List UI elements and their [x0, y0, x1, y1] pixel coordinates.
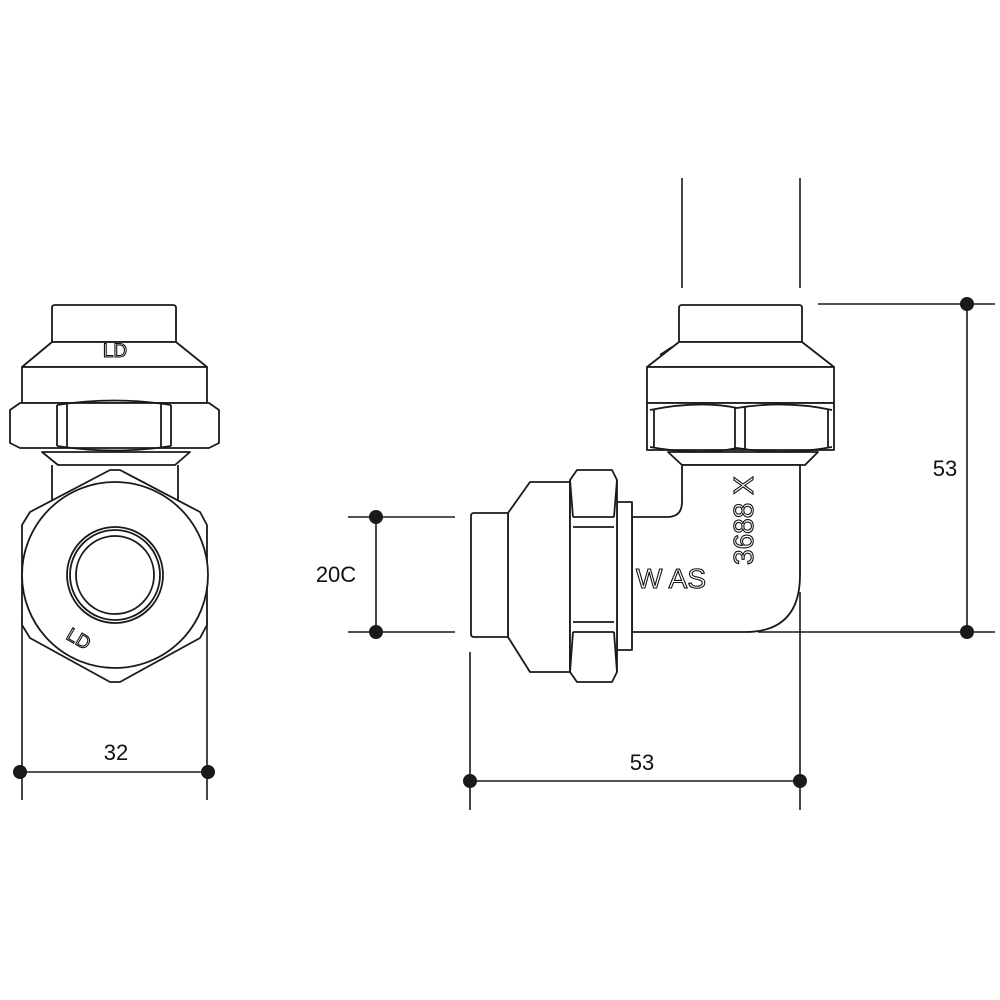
pipe-size-dimension-label: 20C: [316, 562, 356, 587]
elbow-body: [631, 464, 801, 633]
side-pipe-cap: [678, 304, 803, 343]
dimension-dot: [13, 765, 27, 779]
bore-inner: [75, 535, 155, 615]
hex-nut: [9, 402, 220, 449]
dimension-dot: [793, 774, 807, 788]
side-cone: [507, 481, 571, 673]
union-nut-facets: [569, 479, 618, 673]
cone-notch: [659, 346, 673, 356]
dimension-dot: [201, 765, 215, 779]
union-hex-nut: [569, 469, 618, 683]
thread: [41, 451, 191, 466]
side-hex-facets: [649, 403, 833, 453]
dimension-dot: [463, 774, 477, 788]
hex-nut-facets: [56, 399, 172, 452]
side-cap: [470, 512, 509, 638]
certification-marking: W AS: [636, 563, 706, 594]
side-thread: [667, 451, 819, 466]
bore-outer: [66, 526, 164, 624]
pipe-cap: [51, 304, 177, 343]
nut-band: [21, 366, 208, 404]
cap-marking: LD: [103, 341, 127, 362]
side-cap-cone: [646, 341, 835, 368]
dimension-dot: [369, 625, 383, 639]
width-dimension-label: 32: [104, 740, 128, 765]
standard-marking: 3688 X: [728, 476, 759, 565]
height-dimension-label: 53: [933, 456, 957, 481]
body-circle: [21, 481, 209, 669]
length-dimension-label: 53: [630, 750, 654, 775]
dimension-dot: [960, 297, 974, 311]
side-hex-nut: [646, 402, 835, 451]
dimension-dot: [960, 625, 974, 639]
dimension-dot: [369, 510, 383, 524]
bore-mid: [69, 529, 161, 621]
thread-ring: [616, 501, 633, 651]
side-nut-band: [646, 366, 835, 404]
front-view: LD LD 32: [9, 304, 220, 800]
body-neck: [51, 465, 179, 500]
side-view: W AS 3688 X 53 20C 53: [316, 178, 995, 810]
